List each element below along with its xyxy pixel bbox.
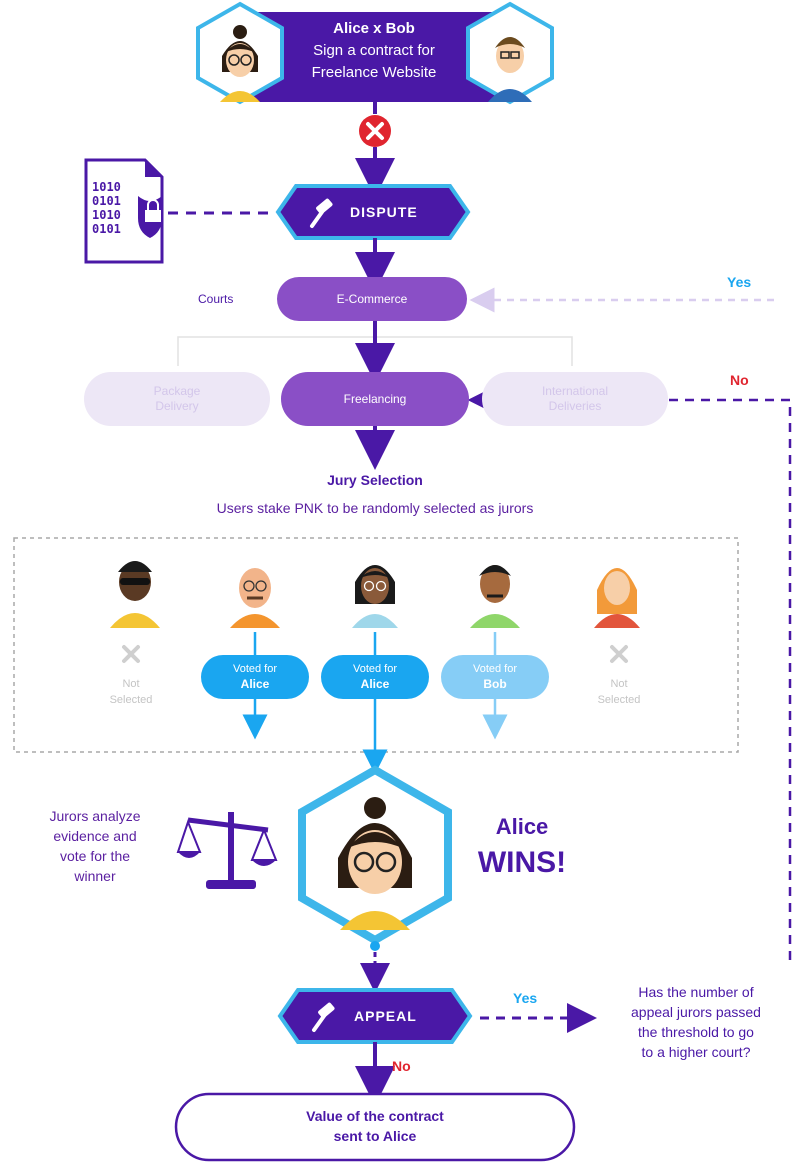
court-freelancing: Freelancing [281, 372, 469, 426]
appeal-question-line2: appeal jurors passed [631, 1004, 761, 1020]
result-line1: Value of the contract [306, 1108, 444, 1124]
appeal-no-label: No [392, 1058, 411, 1074]
loop-yes-label: Yes [727, 274, 752, 290]
court-ecommerce: E-Commerce [277, 277, 467, 321]
not-selected-line2: Selected [597, 694, 641, 706]
appeal-label: APPEAL [354, 1008, 417, 1024]
court-international-deliveries: International Deliveries [482, 372, 668, 426]
court-international-line2: Deliveries [548, 399, 602, 413]
vote-choice: Alice [240, 677, 270, 691]
jury-title: Jury Selection [327, 472, 423, 488]
juror-3-avatar [352, 565, 398, 628]
analysis-line3: vote for the [59, 848, 131, 864]
vote-prefix: Voted for [232, 663, 278, 675]
appeal-hexagon [277, 988, 473, 1044]
juror-1-avatar [110, 561, 160, 628]
gavel-icon [312, 1002, 335, 1032]
binary-line: 0101 [92, 222, 121, 236]
appeal-question-line4: to a higher court? [641, 1044, 751, 1060]
jury-subtitle: Users stake PNK to be randomly selected … [216, 500, 534, 516]
winner-hexagon [298, 765, 452, 945]
scales-icon [176, 812, 278, 889]
appeal-yes-label: Yes [513, 990, 538, 1006]
vote-prefix: Voted for [472, 663, 518, 675]
binary-line: 0101 [92, 194, 121, 208]
juror-1-status: Not Selected [91, 676, 171, 708]
contract-text: Alice x Bob Sign a contract for Freelanc… [270, 18, 478, 84]
alice-avatar [196, 1, 284, 105]
juror-4-vote: Voted for Bob [441, 655, 549, 699]
contract-title: Alice x Bob [333, 20, 415, 37]
courts-label: Courts [198, 292, 234, 306]
winner-wins: WINS! [477, 846, 567, 879]
analysis-text: Jurors analyze evidence and vote for the… [20, 806, 170, 886]
result-pill [174, 1092, 576, 1162]
appeal-question-line1: Has the number of [638, 984, 754, 1000]
bob-avatar [466, 1, 554, 105]
court-freelancing-label: Freelancing [343, 391, 407, 406]
not-selected-line1: Not [610, 678, 628, 690]
vote-choice: Bob [483, 677, 507, 691]
rejected-icon [359, 115, 391, 147]
analysis-line4: winner [74, 868, 116, 884]
not-selected-line1: Not [122, 678, 140, 690]
not-selected-icon [610, 645, 628, 663]
appeal-question-line3: the threshold to go [638, 1024, 754, 1040]
juror-2-vote: Voted for Alice [201, 655, 309, 699]
result-text: Value of the contract sent to Alice [176, 1106, 574, 1146]
analysis-line2: evidence and [53, 828, 137, 844]
court-package-delivery: Package Delivery [84, 372, 270, 426]
result-line2: sent to Alice [333, 1128, 417, 1144]
vote-prefix: Voted for [352, 663, 398, 675]
juror-5-status: Not Selected [579, 676, 659, 708]
analysis-line1: Jurors analyze [49, 808, 141, 824]
gavel-icon [310, 198, 333, 228]
binary-text: 1010 0101 1010 0101 [92, 180, 121, 236]
loop-no-label: No [730, 372, 749, 388]
court-international-line1: International [541, 384, 609, 398]
juror-3-vote: Voted for Alice [321, 655, 429, 699]
not-selected-icon [122, 645, 140, 663]
contract-line3: Freelance Website [311, 64, 437, 81]
binary-line: 1010 [92, 180, 121, 194]
juror-2-avatar [230, 568, 280, 628]
dispute-hexagon [275, 184, 471, 240]
juror-4-avatar [470, 565, 520, 628]
dispute-label: DISPUTE [350, 204, 418, 220]
vote-choice: Alice [360, 677, 390, 691]
court-package-line1: Package [153, 384, 201, 398]
not-selected-line2: Selected [109, 694, 153, 706]
court-ecommerce-label: E-Commerce [336, 291, 408, 306]
winner-name: Alice [495, 814, 549, 839]
juror-5-avatar [594, 568, 640, 628]
binary-line: 1010 [92, 208, 121, 222]
contract-line2: Sign a contract for [313, 42, 435, 59]
appeal-question: Has the number of appeal jurors passed t… [598, 982, 794, 1062]
encrypted-document-icon [84, 158, 164, 264]
court-package-line2: Delivery [155, 399, 199, 413]
